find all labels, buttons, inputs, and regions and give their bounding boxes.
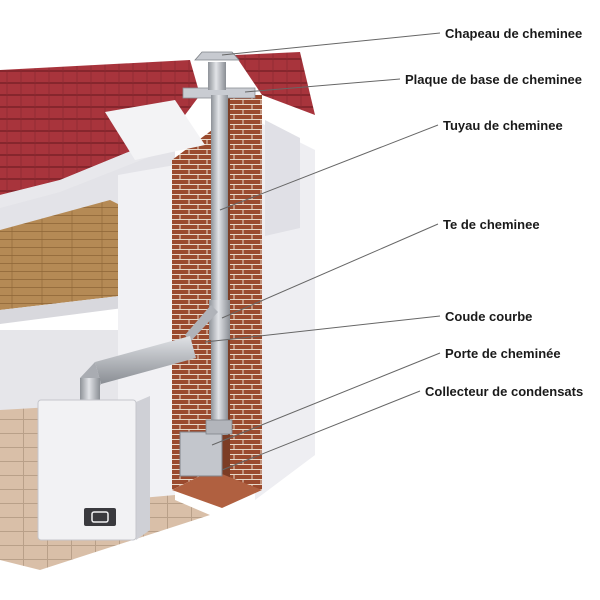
boiler-side <box>136 396 150 540</box>
leader-line-2 <box>219 124 439 211</box>
label-condensate-collector: Collecteur de condensats <box>425 384 584 399</box>
chimney-cap-icon <box>194 51 240 61</box>
leader-line-4 <box>204 315 441 343</box>
roof-left <box>0 60 200 195</box>
label-chimney-pipe: Tuyau de cheminee <box>443 118 563 133</box>
boiler-flue-stub <box>80 378 100 402</box>
chimney-pipe-lower <box>211 340 228 435</box>
inspection-door <box>179 431 223 477</box>
brick-chimney-left <box>172 130 212 490</box>
flue-pipe-horizontal <box>95 336 196 384</box>
roof-right <box>235 52 315 115</box>
boiler-icon <box>37 399 137 541</box>
chimney-pipe-upper <box>211 95 228 305</box>
brick-chimney-right <box>230 95 262 490</box>
label-chimney-base-plate: Plaque de base de cheminee <box>405 72 583 87</box>
label-chimney-tee: Te de cheminee <box>443 217 540 232</box>
curved-elbow <box>185 305 218 342</box>
condensate-collector <box>205 419 233 435</box>
leader-line-1 <box>244 78 401 93</box>
boiler-display <box>84 508 116 526</box>
chimney-tee <box>209 300 230 340</box>
label-curved-elbow: Coude courbe <box>445 309 533 324</box>
label-chimney-door: Porte de cheminée <box>445 346 561 361</box>
chimney-base <box>172 470 262 508</box>
leader-line-0 <box>221 32 441 56</box>
boiler-display-inner <box>91 511 109 523</box>
wall-window-opening <box>265 120 300 236</box>
leader-line-5 <box>211 352 441 446</box>
leader-line-6 <box>221 390 421 471</box>
chimney-cap-pipe <box>208 62 226 90</box>
label-chimney-cap: Chapeau de cheminee <box>445 26 583 41</box>
roof-left-edge <box>0 135 172 208</box>
leader-line-3 <box>221 223 439 319</box>
roof-opening <box>105 100 205 160</box>
